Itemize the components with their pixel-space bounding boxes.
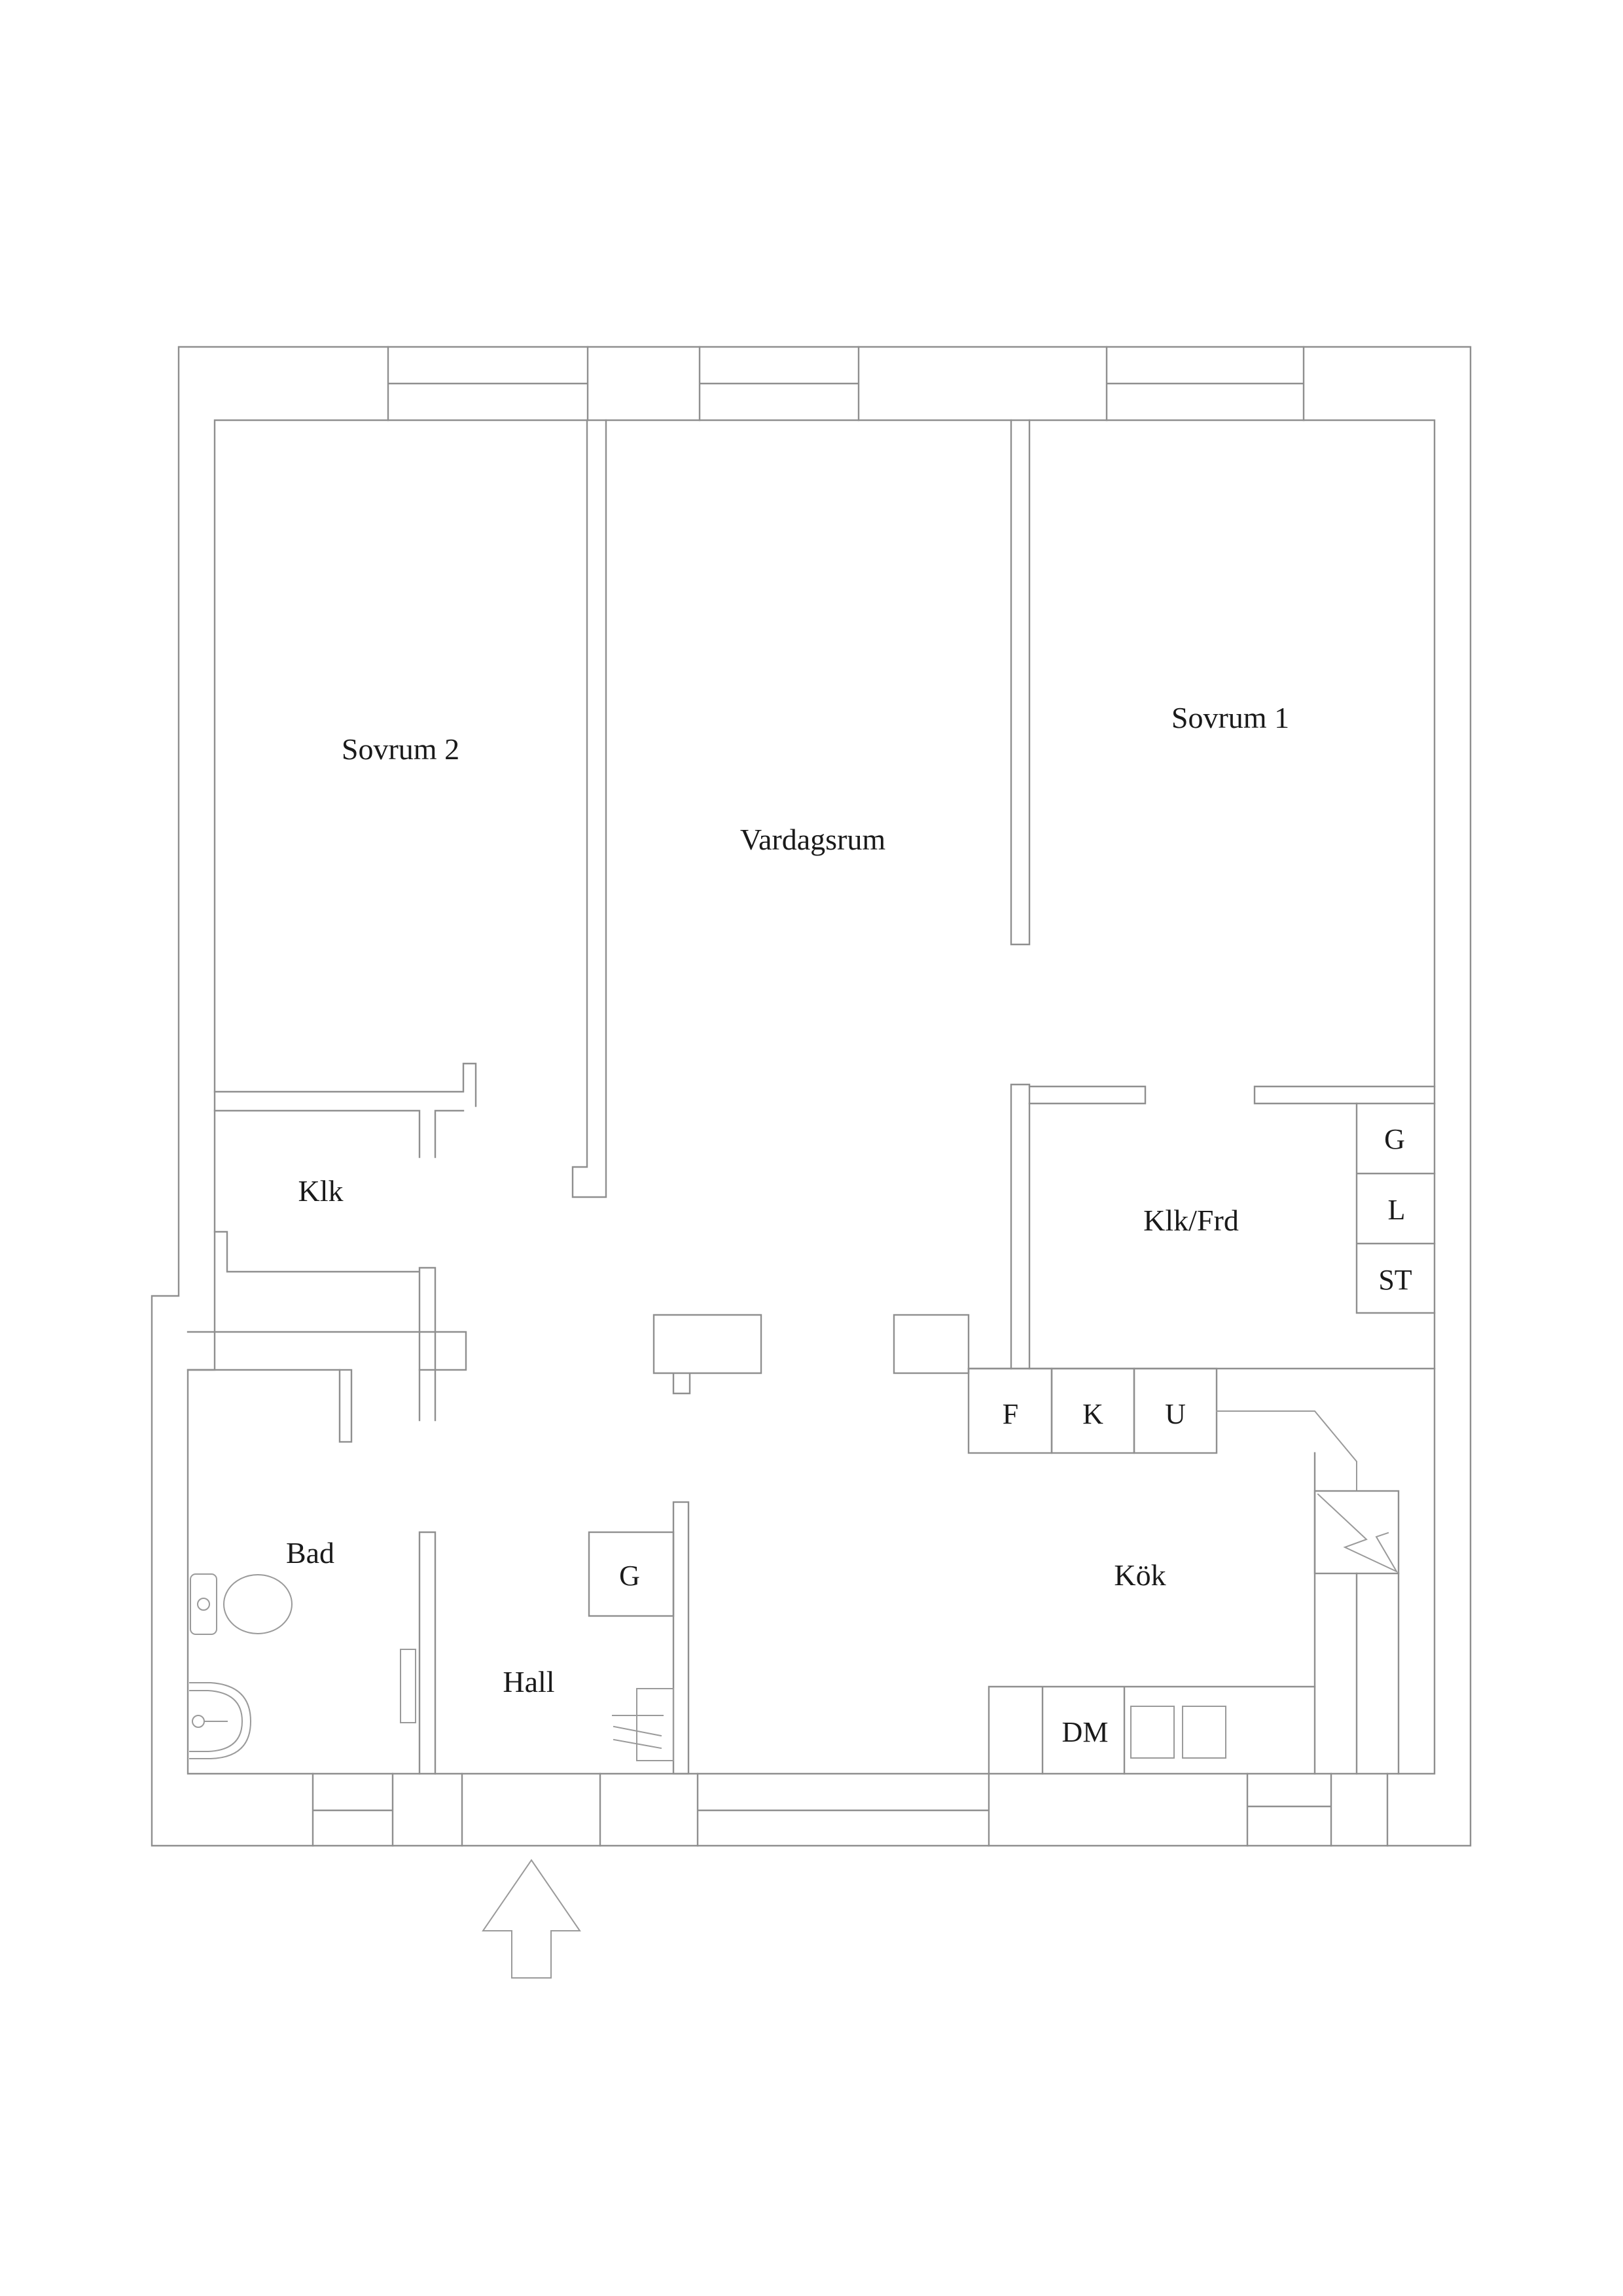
room-label-klk: Klk [298, 1174, 344, 1208]
wall-klk-bottom [213, 1230, 437, 1422]
bottom-wall-cells [312, 1772, 1389, 1847]
exterior-wall-outer [151, 346, 1472, 1847]
exterior-wall-inner [187, 419, 1436, 1775]
window [1105, 346, 1305, 422]
sink-bowl-left [1130, 1706, 1175, 1759]
closet-label-st: ST [1378, 1264, 1412, 1296]
wall-bad-hall [418, 1531, 437, 1775]
room-label-klkfrd: Klk/Frd [1143, 1204, 1239, 1237]
duct-edge [1216, 1410, 1357, 1492]
toilet-icon [190, 1573, 293, 1635]
lightning-icon [1317, 1493, 1399, 1573]
cabinet-label-k: K [1082, 1398, 1103, 1430]
kitchen-counter [988, 1685, 1316, 1775]
wall-vardagsrum-sovrum1 [1010, 419, 1031, 1370]
appliance-label-dm: DM [1062, 1716, 1109, 1748]
shaft-block-2 [893, 1314, 970, 1374]
shaft-block [652, 1314, 762, 1395]
cabinet-label-u: U [1165, 1398, 1186, 1430]
sink-icon [189, 1682, 252, 1759]
wall-bad-top [187, 1331, 467, 1371]
wall-sovrum2-bottom [213, 1062, 477, 1158]
room-label-sovrum2: Sovrum 2 [342, 732, 459, 766]
window [387, 346, 589, 422]
wardrobe-rail-icon [612, 1715, 664, 1749]
closet-label-g: G [1384, 1123, 1405, 1155]
entrance-arrow-icon [482, 1859, 581, 1979]
closet-column [1355, 1102, 1436, 1314]
wardrobe-icon [636, 1688, 674, 1761]
closet-label-l: L [1388, 1194, 1406, 1226]
room-label-vardagsrum: Vardagsrum [740, 823, 885, 856]
room-label-hall: Hall [503, 1665, 554, 1698]
room-label-kok: Kök [1114, 1558, 1166, 1592]
sink-bowl-right [1182, 1706, 1226, 1759]
wall-sovrum2-vardagsrum [571, 419, 607, 1198]
closet-label-g-hall: G [619, 1560, 640, 1592]
window [698, 346, 860, 422]
kitchen-right-edge [1313, 1452, 1400, 1775]
hall-closet-box [588, 1531, 675, 1617]
room-label-sovrum1: Sovrum 1 [1171, 701, 1289, 734]
wall-sovrum1-bottom [1028, 1085, 1436, 1105]
room-label-bad: Bad [286, 1536, 334, 1570]
cabinet-label-f: F [1003, 1398, 1018, 1430]
door-leaf [338, 1369, 353, 1443]
radiator-icon [400, 1649, 416, 1723]
wall-hall-closet [672, 1501, 690, 1775]
